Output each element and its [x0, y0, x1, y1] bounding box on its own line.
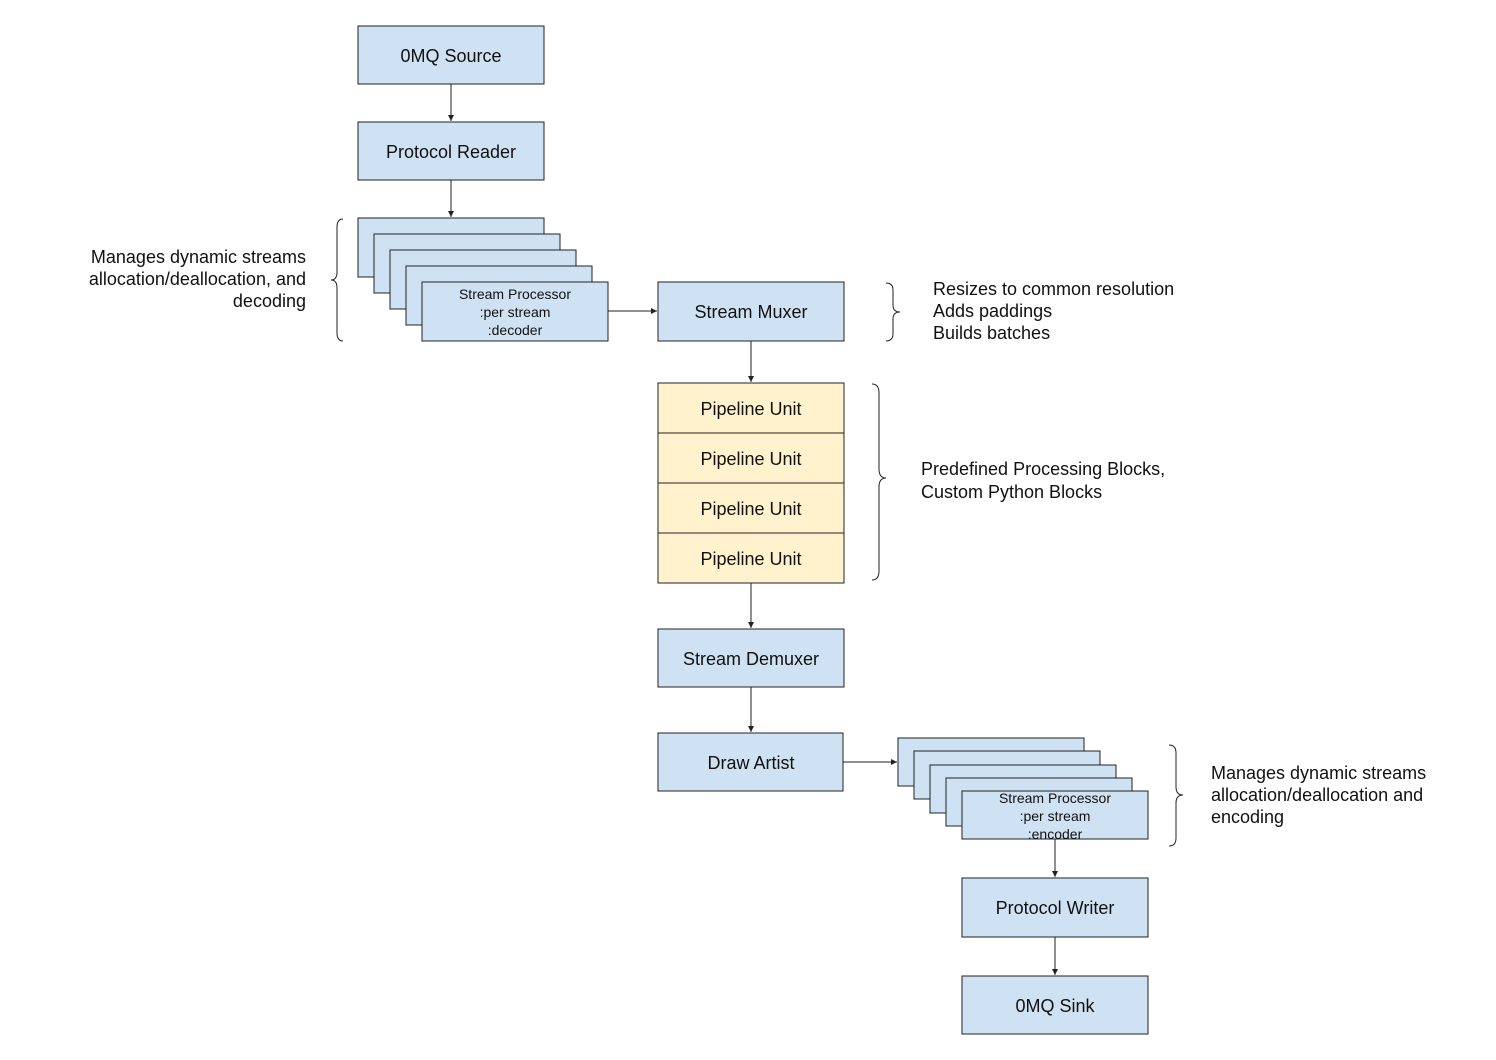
- stream-demuxer-box: [657, 628, 845, 688]
- encoder-label-line-1: Stream Processor: [999, 790, 1111, 806]
- muxer-note-line-2: Adds paddings: [933, 301, 1052, 321]
- muxer-note-line-1: Resizes to common resolution: [933, 279, 1174, 299]
- decoder-label-line-1: Stream Processor: [459, 286, 571, 302]
- stream-muxer-label: Stream Muxer: [694, 302, 807, 322]
- node-stream-processor-encoder-stack: Stream Processor :per stream :encoder: [897, 737, 1149, 842]
- node-stream-demuxer: Stream Demuxer: [657, 628, 845, 688]
- decoder-brace: [330, 218, 344, 342]
- pipeline-brace: [871, 383, 887, 581]
- decoder-label-line-3: :decoder: [488, 322, 543, 338]
- pipeline-note-line-2: Custom Python Blocks: [921, 482, 1102, 502]
- node-draw-artist: Draw Artist: [657, 732, 844, 792]
- node-stream-muxer: Stream Muxer: [657, 281, 845, 342]
- stream-muxer-box: [657, 281, 845, 342]
- decoder-note-line-2: allocation/deallocation, and: [89, 269, 306, 289]
- node-zmq-sink: 0MQ Sink: [961, 975, 1149, 1035]
- pipeline-unit-2-label: Pipeline Unit: [700, 449, 801, 469]
- pipeline-unit-4-label: Pipeline Unit: [700, 549, 801, 569]
- pipeline-unit-4-box: [657, 532, 845, 584]
- protocol-reader-label: Protocol Reader: [386, 142, 516, 162]
- note-pipeline: Predefined Processing Blocks, Custom Pyt…: [921, 459, 1165, 502]
- decoder-note-line-1: Manages dynamic streams: [91, 247, 306, 267]
- decoder-note-line-3: decoding: [233, 291, 306, 311]
- encoder-note-line-1: Manages dynamic streams: [1211, 763, 1426, 783]
- zmq-source-box: [357, 25, 545, 85]
- draw-artist-box: [657, 732, 844, 792]
- encoder-note-line-3: encoding: [1211, 807, 1284, 827]
- zmq-sink-label: 0MQ Sink: [1015, 996, 1095, 1016]
- note-decoder: Manages dynamic streams allocation/deall…: [89, 247, 306, 311]
- note-muxer: Resizes to common resolution Adds paddin…: [933, 279, 1174, 343]
- note-encoder: Manages dynamic streams allocation/deall…: [1211, 763, 1426, 827]
- node-stream-processor-decoder-stack: Stream Processor :per stream :decoder: [357, 217, 609, 342]
- encoder-note-line-2: allocation/deallocation and: [1211, 785, 1423, 805]
- pipeline-unit-3-box: [657, 482, 845, 534]
- draw-artist-label: Draw Artist: [707, 753, 794, 773]
- encoder-label-line-2: :per stream: [1020, 808, 1091, 824]
- node-zmq-source: 0MQ Source: [357, 25, 545, 85]
- stream-demuxer-label: Stream Demuxer: [683, 649, 819, 669]
- decoder-stack-front: [421, 281, 609, 342]
- connectors: [448, 84, 1058, 975]
- zmq-source-label: 0MQ Source: [400, 46, 501, 66]
- encoder-brace: [1168, 744, 1184, 847]
- decoder-label-line-2: :per stream: [480, 304, 551, 320]
- pipeline-note-line-1: Predefined Processing Blocks,: [921, 459, 1165, 479]
- muxer-brace: [885, 282, 901, 342]
- pipeline-unit-1-box: [657, 382, 845, 434]
- node-protocol-writer: Protocol Writer: [961, 877, 1149, 938]
- protocol-writer-box: [961, 877, 1149, 938]
- pipeline-unit-1-label: Pipeline Unit: [700, 399, 801, 419]
- pipeline-unit-3-label: Pipeline Unit: [700, 499, 801, 519]
- muxer-note-line-3: Builds batches: [933, 323, 1050, 343]
- node-pipeline-units: Pipeline Unit Pipeline Unit Pipeline Uni…: [657, 382, 845, 584]
- node-protocol-reader: Protocol Reader: [357, 121, 545, 181]
- pipeline-unit-2-box: [657, 432, 845, 484]
- encoder-stack-front: [961, 790, 1149, 840]
- braces: [330, 218, 1184, 847]
- protocol-writer-label: Protocol Writer: [996, 898, 1115, 918]
- encoder-label-line-3: :encoder: [1028, 826, 1083, 842]
- zmq-sink-box: [961, 975, 1149, 1035]
- protocol-reader-box: [357, 121, 545, 181]
